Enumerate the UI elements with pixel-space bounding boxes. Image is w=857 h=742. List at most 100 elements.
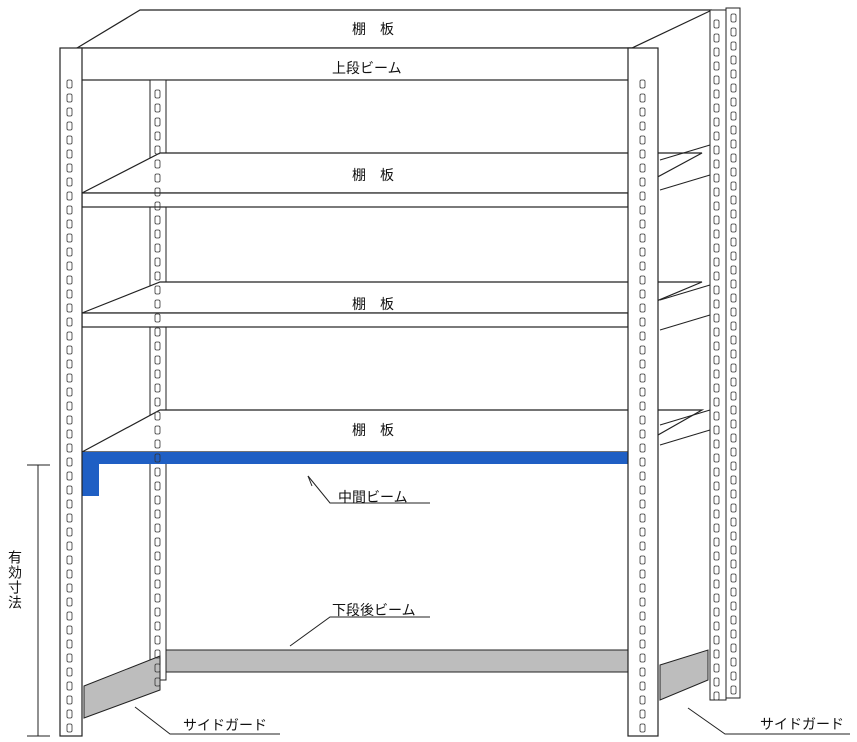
bolt-hole bbox=[154, 621, 161, 631]
bolt-hole bbox=[730, 461, 737, 471]
bolt-hole bbox=[730, 433, 737, 443]
bolt-hole bbox=[66, 177, 73, 187]
bolt-hole bbox=[154, 677, 161, 687]
bolt-hole bbox=[713, 47, 720, 57]
bolt-hole bbox=[730, 629, 737, 639]
bolt-hole bbox=[639, 709, 646, 719]
bolt-hole bbox=[713, 19, 720, 29]
bolt-hole bbox=[154, 607, 161, 617]
bolt-hole bbox=[713, 383, 720, 393]
bolt-hole bbox=[639, 667, 646, 677]
bolt-hole bbox=[639, 247, 646, 257]
label-shelf-2: 棚 板 bbox=[352, 168, 394, 184]
bolt-hole bbox=[730, 643, 737, 653]
bolt-hole bbox=[154, 257, 161, 267]
bolt-hole bbox=[713, 201, 720, 211]
bolt-hole bbox=[66, 359, 73, 369]
bolt-hole bbox=[639, 415, 646, 425]
label-effective-dimension: 有効寸法 bbox=[6, 550, 22, 610]
bolt-hole bbox=[66, 471, 73, 481]
bolt-hole bbox=[66, 107, 73, 117]
bolt-hole bbox=[713, 257, 720, 267]
bolt-hole bbox=[154, 173, 161, 183]
lower-rear-beam bbox=[165, 649, 629, 673]
bolt-hole bbox=[66, 513, 73, 523]
label-side-guard-right: サイドガード bbox=[760, 717, 844, 733]
bolt-hole bbox=[713, 327, 720, 337]
bolt-hole bbox=[730, 391, 737, 401]
bolt-hole bbox=[713, 565, 720, 575]
bolt-hole bbox=[154, 397, 161, 407]
bolt-hole bbox=[154, 243, 161, 253]
bolt-hole bbox=[713, 691, 720, 701]
bolt-hole bbox=[154, 341, 161, 351]
bolt-hole bbox=[713, 593, 720, 603]
label-shelf-3: 棚 板 bbox=[352, 297, 394, 313]
bolt-hole bbox=[713, 453, 720, 463]
bolt-hole bbox=[154, 327, 161, 337]
bolt-hole bbox=[639, 513, 646, 523]
bolt-hole bbox=[639, 443, 646, 453]
bolt-hole bbox=[154, 355, 161, 365]
bolt-hole bbox=[154, 215, 161, 225]
bolt-hole bbox=[713, 187, 720, 197]
middle-beam bbox=[82, 452, 628, 464]
bolt-hole bbox=[66, 345, 73, 355]
bolt-hole bbox=[730, 251, 737, 261]
bolt-hole bbox=[66, 695, 73, 705]
bolt-hole bbox=[713, 411, 720, 421]
bolt-hole bbox=[154, 369, 161, 379]
bolt-hole bbox=[154, 229, 161, 239]
bolt-hole bbox=[730, 69, 737, 79]
bolt-hole bbox=[154, 159, 161, 169]
bolt-hole bbox=[639, 541, 646, 551]
side-guard-left-leader bbox=[134, 706, 280, 735]
bolt-hole bbox=[639, 345, 646, 355]
bolt-hole bbox=[713, 397, 720, 407]
bolt-hole bbox=[730, 587, 737, 597]
bolt-hole bbox=[730, 195, 737, 205]
bolt-hole bbox=[66, 597, 73, 607]
bolt-hole bbox=[713, 425, 720, 435]
label-lower-rear-beam: 下段後ビーム bbox=[332, 603, 416, 619]
bolt-hole bbox=[639, 359, 646, 369]
bolt-hole bbox=[154, 453, 161, 463]
bolt-hole bbox=[639, 681, 646, 691]
bolt-hole bbox=[730, 125, 737, 135]
bolt-hole bbox=[66, 289, 73, 299]
bolt-hole bbox=[713, 663, 720, 673]
bolt-hole bbox=[66, 317, 73, 327]
bolt-hole bbox=[713, 495, 720, 505]
bolt-hole bbox=[639, 79, 646, 89]
bolt-hole bbox=[730, 503, 737, 513]
bolt-hole bbox=[66, 723, 73, 733]
bolt-hole bbox=[713, 61, 720, 71]
bolt-hole bbox=[730, 671, 737, 681]
bolt-hole bbox=[730, 139, 737, 149]
bolt-hole bbox=[639, 107, 646, 117]
bolt-hole bbox=[639, 597, 646, 607]
bolt-hole bbox=[639, 625, 646, 635]
bolt-hole bbox=[639, 639, 646, 649]
bolt-hole bbox=[713, 271, 720, 281]
bolt-hole bbox=[66, 373, 73, 383]
bolt-hole bbox=[730, 153, 737, 163]
bolt-hole bbox=[639, 653, 646, 663]
bolt-hole bbox=[713, 607, 720, 617]
bolt-hole bbox=[154, 299, 161, 309]
bolt-hole bbox=[713, 369, 720, 379]
bolt-hole bbox=[66, 135, 73, 145]
bolt-hole bbox=[730, 41, 737, 51]
bolt-hole bbox=[730, 531, 737, 541]
bolt-hole bbox=[639, 401, 646, 411]
bolt-hole bbox=[730, 167, 737, 177]
bolt-hole bbox=[154, 523, 161, 533]
bolt-hole bbox=[713, 89, 720, 99]
bolt-hole bbox=[713, 285, 720, 295]
bolt-hole bbox=[730, 363, 737, 373]
bolt-hole bbox=[713, 159, 720, 169]
bolt-hole bbox=[66, 443, 73, 453]
bolt-hole bbox=[154, 187, 161, 197]
bolt-hole bbox=[154, 201, 161, 211]
